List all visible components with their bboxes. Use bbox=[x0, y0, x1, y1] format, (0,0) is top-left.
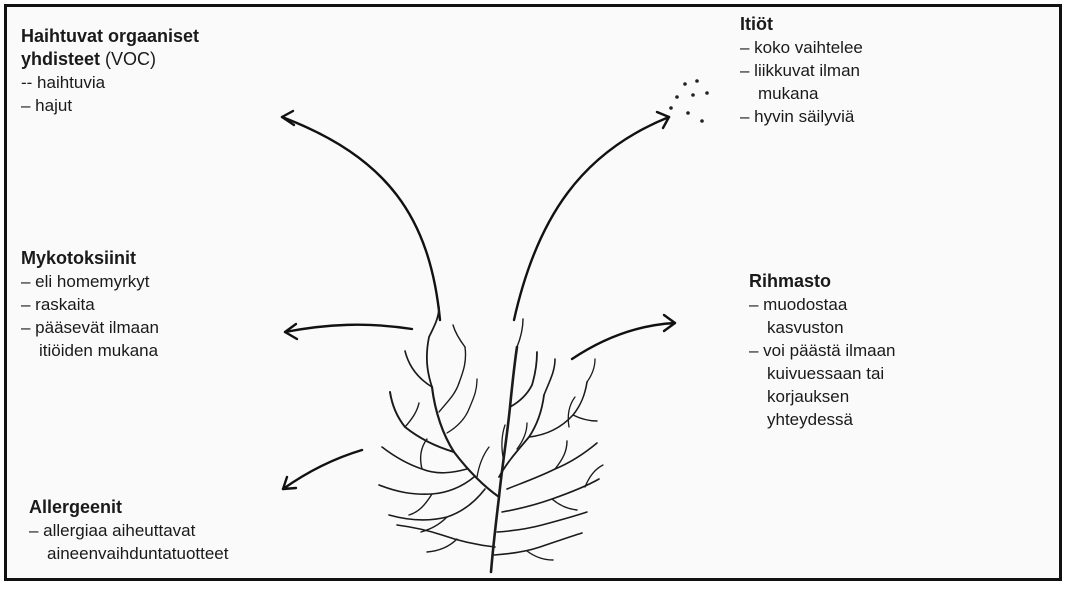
voc-item: – hajut bbox=[21, 94, 199, 117]
spores-item: mukana bbox=[740, 82, 863, 105]
voc-block: Haihtuvat orgaaniset yhdisteet (VOC) -- … bbox=[21, 25, 199, 117]
mycelium-title: Rihmasto bbox=[749, 270, 895, 293]
mycelium-drawing bbox=[379, 307, 603, 572]
mycotoxins-item: – eli homemyrkyt bbox=[21, 270, 159, 293]
mycelium-item: korjauksen bbox=[749, 385, 895, 408]
mycelium-item: kuivuessaan tai bbox=[749, 362, 895, 385]
arrow-to-allergens bbox=[283, 450, 362, 489]
spores-title: Itiöt bbox=[740, 13, 863, 36]
mold-diagram: Haihtuvat orgaaniset yhdisteet (VOC) -- … bbox=[4, 4, 1062, 581]
mycelium-item: yhteydessä bbox=[749, 408, 895, 431]
voc-item: -- haihtuvia bbox=[21, 71, 199, 94]
arrow-to-spores bbox=[514, 112, 669, 320]
mycotoxins-title: Mykotoksiinit bbox=[21, 247, 159, 270]
allergens-title: Allergeenit bbox=[29, 496, 229, 519]
spores-block: Itiöt – koko vaihtelee – liikkuvat ilman… bbox=[740, 13, 863, 128]
allergens-block: Allergeenit – allergiaa aiheuttavat aine… bbox=[29, 496, 229, 565]
voc-abbreviation: (VOC) bbox=[105, 49, 156, 69]
mycotoxins-block: Mykotoksiinit – eli homemyrkyt – raskait… bbox=[21, 247, 159, 362]
spores-item: – liikkuvat ilman bbox=[740, 59, 863, 82]
mycelium-item: – voi päästä ilmaan bbox=[749, 339, 895, 362]
mycotoxins-item: itiöiden mukana bbox=[21, 339, 159, 362]
voc-title-line-2: yhdisteet bbox=[21, 49, 100, 69]
voc-title: Haihtuvat orgaaniset yhdisteet (VOC) bbox=[21, 25, 199, 71]
arrow-to-voc bbox=[282, 111, 440, 320]
allergens-item: – allergiaa aiheuttavat bbox=[29, 519, 229, 542]
mycotoxins-item: – pääsevät ilmaan bbox=[21, 316, 159, 339]
arrow-to-mycelium bbox=[572, 315, 675, 359]
arrow-to-mycotoxins bbox=[285, 324, 412, 339]
mycelium-block: Rihmasto – muodostaa kasvuston – voi pää… bbox=[749, 270, 895, 431]
spores-item: – hyvin säilyviä bbox=[740, 105, 863, 128]
allergens-item: aineenvaihduntatuotteet bbox=[29, 542, 229, 565]
voc-title-line-1: Haihtuvat orgaaniset bbox=[21, 25, 199, 48]
spores-item: – koko vaihtelee bbox=[740, 36, 863, 59]
mycelium-item: – muodostaa bbox=[749, 293, 895, 316]
mycelium-item: kasvuston bbox=[749, 316, 895, 339]
mycotoxins-item: – raskaita bbox=[21, 293, 159, 316]
spore-dots bbox=[669, 79, 709, 123]
